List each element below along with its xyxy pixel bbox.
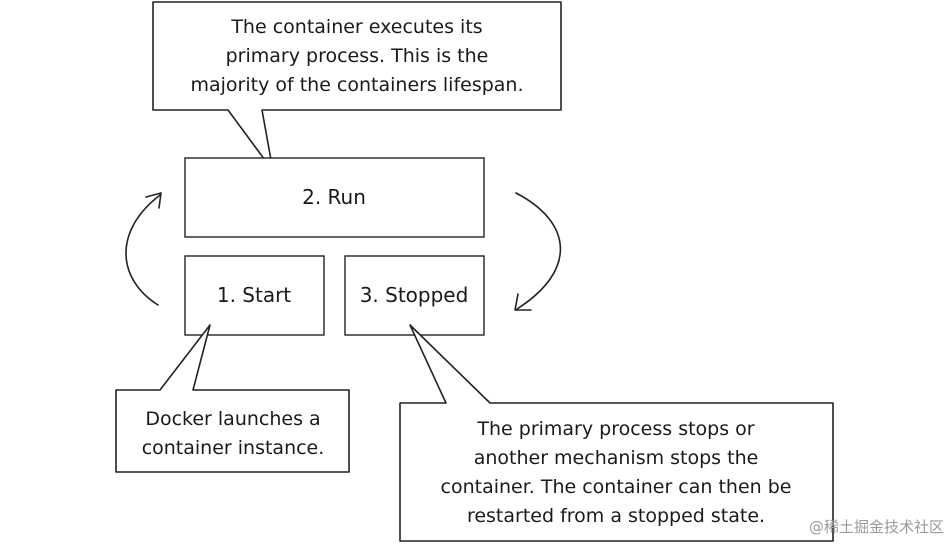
left-arrowhead-icon [145,192,162,209]
run-callout: The container executes its primary proce… [152,1,562,172]
state-stopped-box [344,255,485,336]
start-callout-line-2: container instance. [142,437,325,459]
stopped-callout-line-1: The primary process stops or [476,418,754,440]
run-callout-line-3: majority of the containers lifespan. [190,74,523,96]
run-callout-bubble [152,1,562,172]
start-to-run-arrow [125,192,162,306]
start-callout-line-1: Docker launches a [145,408,320,430]
state-run-label: 2. Run [302,185,366,209]
stopped-callout-line-2: another mechanism stops the [474,447,759,469]
state-start-box [184,255,325,336]
right-curve [515,192,562,310]
state-start-label: 1. Start [217,283,291,307]
stopped-callout: The primary process stops or another mec… [399,324,834,542]
run-callout-line-1: The container executes its [230,16,482,38]
stopped-callout-line-3: container. The container can then be [441,476,792,498]
start-callout-bubble [115,324,350,473]
run-callout-line-2: primary process. This is the [226,45,489,67]
state-run: 2. Run [184,157,485,238]
left-curve [125,194,161,306]
right-arrowhead-icon [514,293,532,311]
state-run-box [184,157,485,238]
run-to-stopped-arrow [514,192,562,311]
state-stopped-label: 3. Stopped [360,283,469,307]
stopped-callout-line-4: restarted from a stopped state. [467,505,765,527]
start-callout: Docker launches a container instance. [115,324,350,473]
watermark: @稀土掘金技术社区 [809,518,944,536]
state-start: 1. Start [184,255,325,336]
state-stopped: 3. Stopped [344,255,485,336]
stopped-callout-bubble [399,324,834,542]
